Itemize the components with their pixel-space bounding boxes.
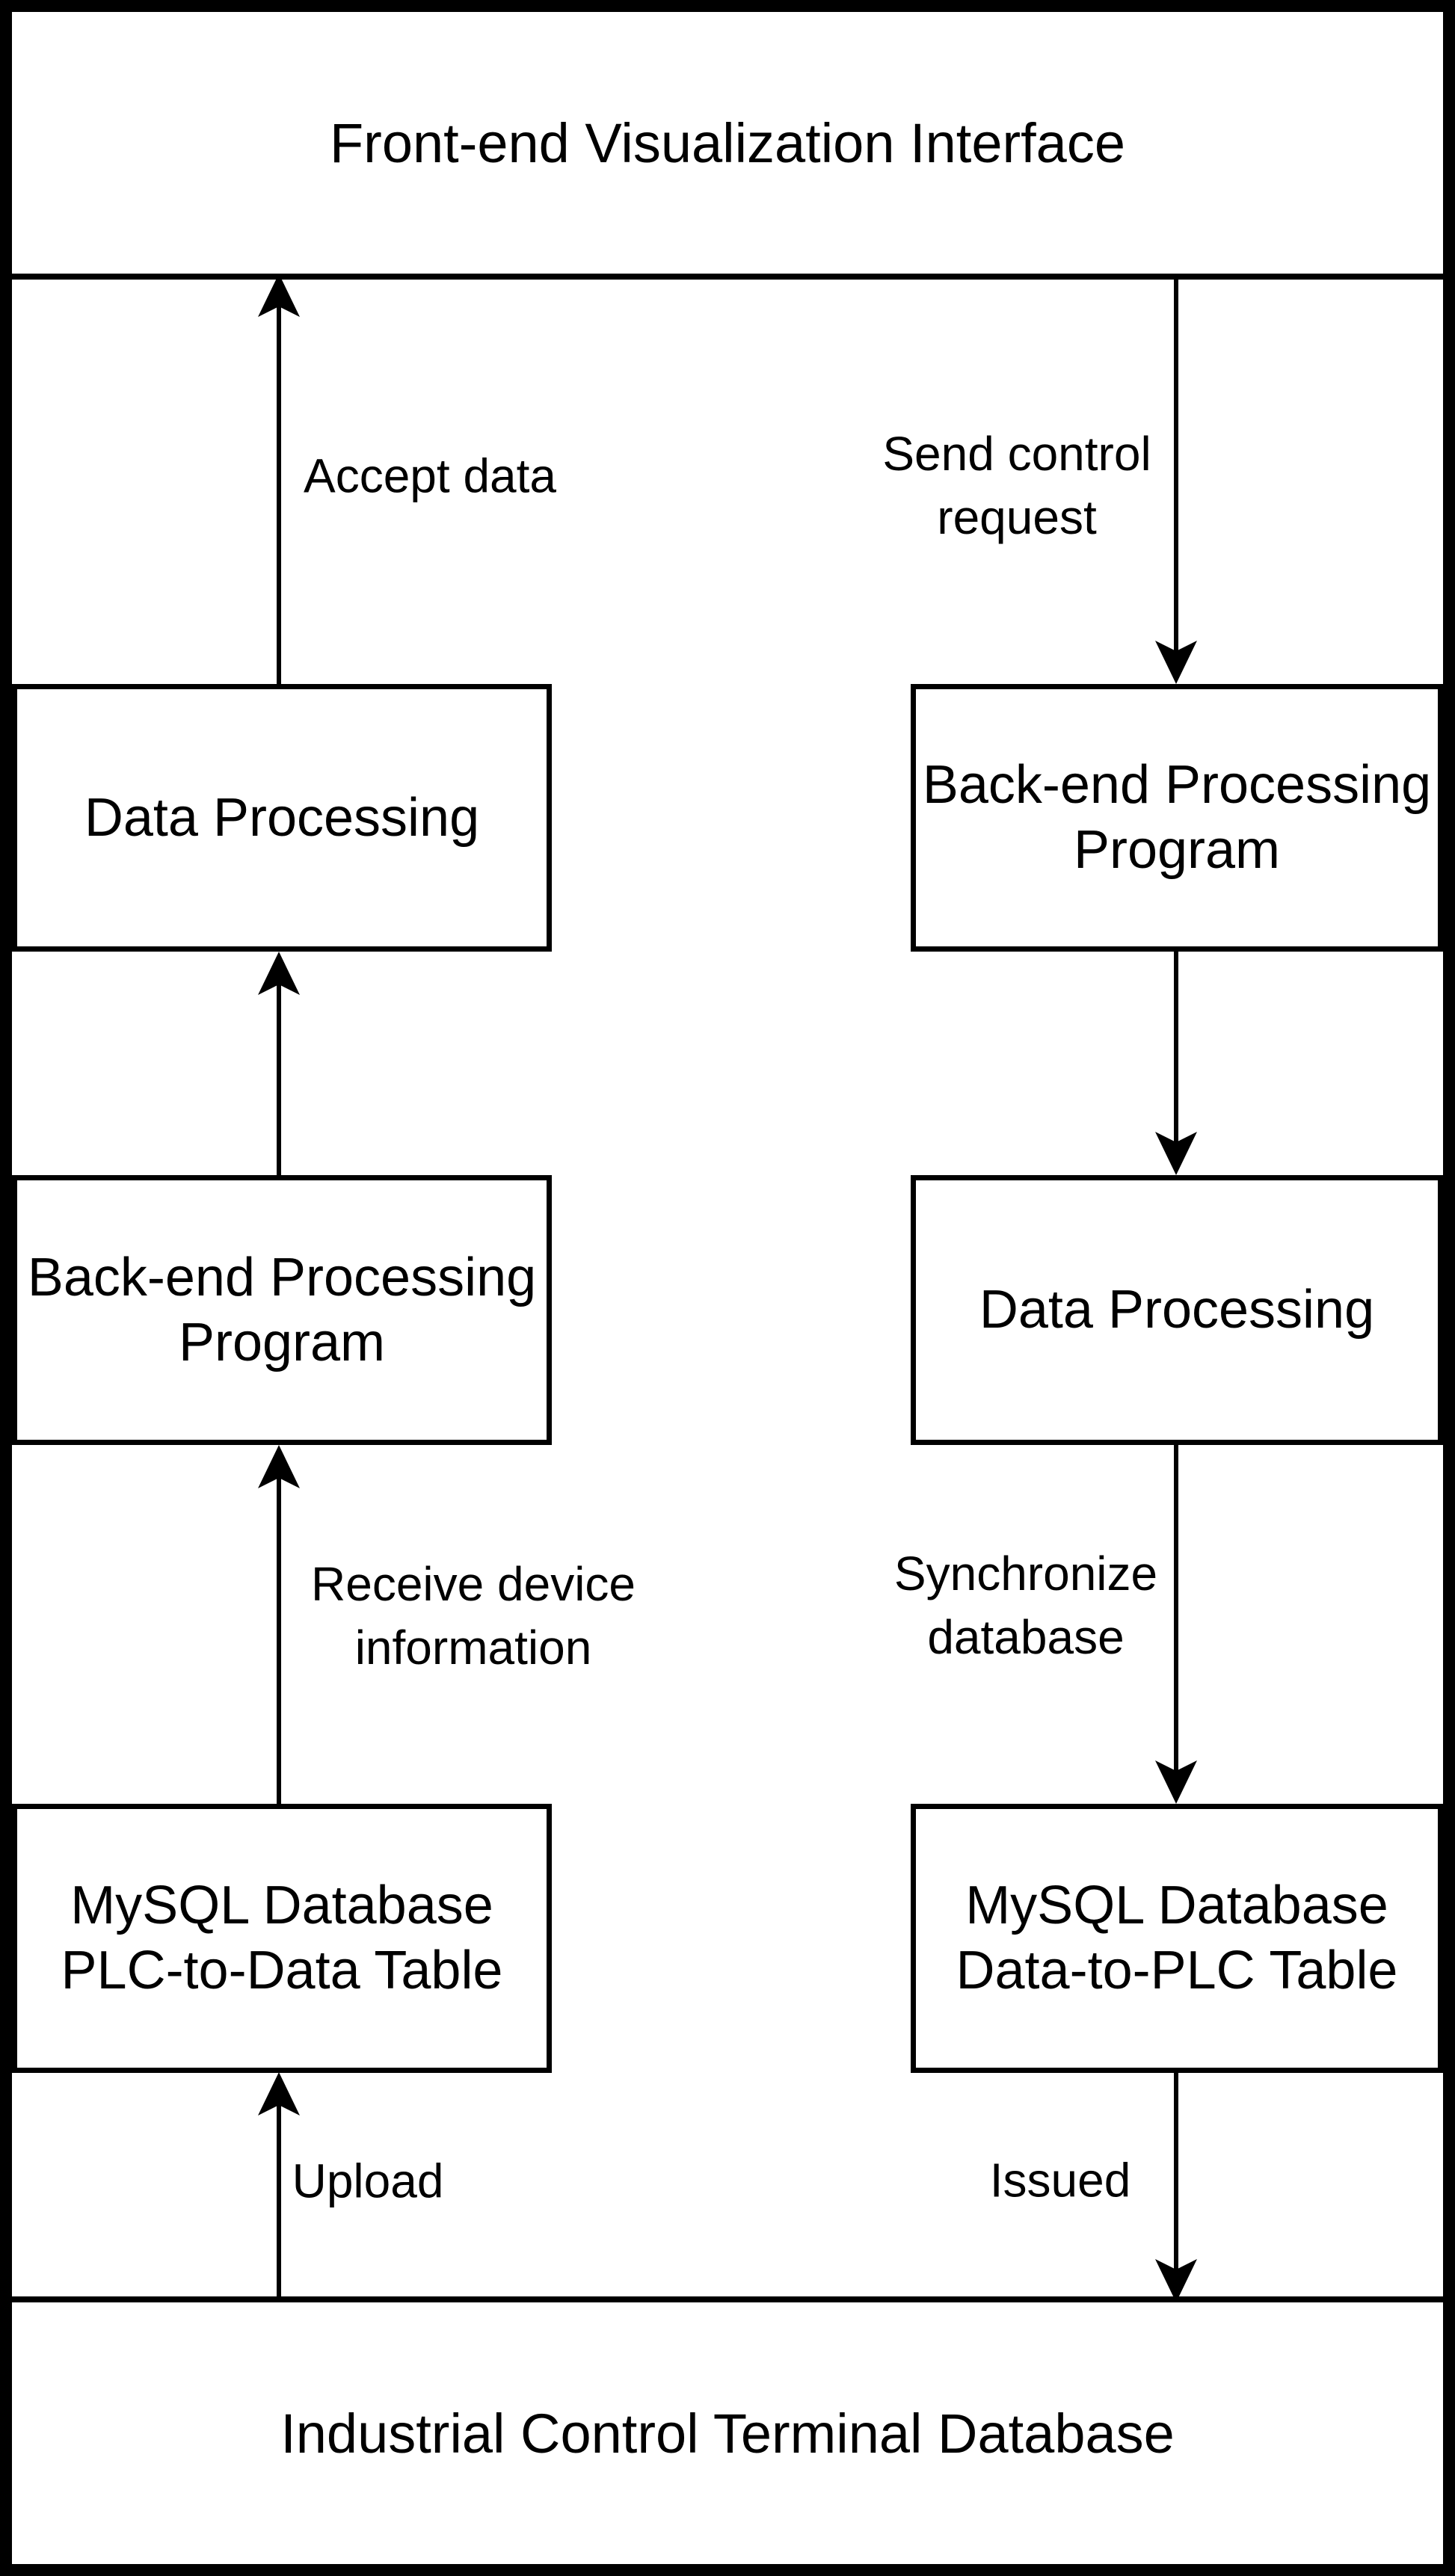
node-label-line: Program (1073, 820, 1281, 880)
arrowhead-down-icon (1155, 1132, 1197, 1175)
node-label: Front-end Visualization Interface (329, 111, 1125, 174)
node-mysql-data-to-plc-table: MySQL Database Data-to-PLC Table (911, 1804, 1443, 2073)
node-label-line: MySQL Database (70, 1876, 493, 1935)
edge-label-line: database (927, 1610, 1125, 1664)
node-label-line: Data-to-PLC Table (956, 1941, 1398, 2000)
node-industrial-control-terminal-database: Industrial Control Terminal Database (12, 2296, 1443, 2564)
arrow-shaft (1174, 952, 1178, 1147)
arrow-backend-to-data-processing (258, 952, 300, 1175)
arrowhead-up-icon (258, 952, 300, 995)
arrow-receive-device-information (258, 1445, 300, 1804)
edge-label-line: request (937, 490, 1097, 544)
node-label: Industrial Control Terminal Database (280, 2402, 1175, 2465)
arrow-issued (1155, 2072, 1197, 2302)
edge-label-send-control-request: Send control request (882, 422, 1151, 549)
arrow-send-control-request (1155, 274, 1197, 684)
arrow-upload (258, 2072, 300, 2302)
edge-label-line: information (354, 1621, 592, 1674)
node-frontend-visualization-interface: Front-end Visualization Interface (12, 12, 1443, 280)
node-label-line: MySQL Database (965, 1876, 1388, 1935)
arrow-shaft (1174, 1445, 1178, 1775)
node-label: Data Processing (84, 787, 480, 848)
node-label: Data Processing (979, 1280, 1375, 1340)
node-right-backend-processing-program: Back-end Processing Program (911, 684, 1443, 952)
arrow-shaft (1174, 2072, 1178, 2274)
arrowhead-up-icon (258, 274, 300, 317)
edge-label-line: Receive device (311, 1557, 636, 1611)
arrowhead-down-icon (1155, 1760, 1197, 1804)
arrowhead-down-icon (1155, 641, 1197, 684)
edge-label-receive-device-information: Receive device information (311, 1553, 636, 1680)
edge-label-synchronize-database: Synchronize database (894, 1542, 1157, 1669)
node-left-data-processing: Data Processing (12, 684, 552, 952)
arrowhead-up-icon (258, 1445, 300, 1488)
edge-label-issued: Issued (990, 2149, 1131, 2213)
edge-label-line: Send control (882, 427, 1151, 481)
edge-label-accept-data: Accept data (304, 445, 556, 508)
arrowhead-up-icon (258, 2072, 300, 2116)
arrow-backend-to-data-processing-down (1155, 952, 1197, 1175)
arrow-synchronize-database (1155, 1445, 1197, 1804)
arrowhead-down-icon (1155, 2259, 1197, 2302)
arrow-shaft (1174, 274, 1178, 656)
node-right-data-processing: Data Processing (911, 1175, 1443, 1445)
arrow-shaft (277, 2101, 281, 2302)
arrow-accept-data (258, 274, 300, 684)
node-label-line: PLC-to-Data Table (61, 1941, 503, 2000)
arrow-shaft (277, 980, 281, 1175)
node-mysql-plc-to-data-table: MySQL Database PLC-to-Data Table (12, 1804, 552, 2073)
node-left-backend-processing-program: Back-end Processing Program (12, 1175, 552, 1445)
edge-label-line: Issued (989, 2153, 1131, 2207)
arrow-shaft (277, 1473, 281, 1804)
edge-label-upload: Upload (292, 2150, 444, 2213)
edge-label-line: Synchronize (893, 1547, 1158, 1600)
node-label-line: Program (178, 1312, 386, 1372)
node-label-line: Back-end Processing (922, 755, 1432, 815)
edge-label-line: Accept data (304, 449, 556, 503)
edge-label-line: Upload (292, 2154, 444, 2208)
arrow-shaft (277, 302, 281, 684)
node-label-line: Back-end Processing (27, 1247, 537, 1307)
